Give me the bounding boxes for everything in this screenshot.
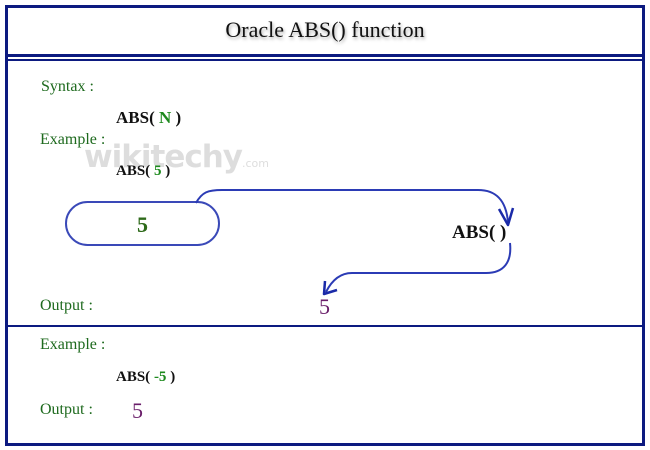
example1-fn-close: ) [161, 163, 171, 179]
example1-arg: 5 [153, 163, 162, 179]
example2-output-label: Output : [40, 401, 93, 418]
title-separator [5, 54, 645, 57]
example2-fn-close: ) [166, 369, 176, 385]
example1-output-value: 5 [319, 294, 330, 319]
example2-fn-open: ABS( [116, 369, 154, 385]
example2-output-value: 5 [132, 398, 143, 423]
diagram-title: Oracle ABS() function [225, 17, 425, 42]
example1-label: Example : [40, 131, 106, 148]
example1-output-label: Output : [40, 297, 93, 314]
watermark-domain: .com [242, 157, 270, 170]
watermark-text: wikitechy [84, 139, 243, 175]
input-arrowhead-icon [497, 207, 515, 227]
section-divider [5, 325, 645, 327]
diagram-frame [5, 5, 645, 446]
output-arrowhead-icon [322, 280, 338, 296]
input-to-function-arrow [195, 189, 509, 223]
syntax-label: Syntax : [41, 78, 94, 95]
input-value-box: 5 [65, 201, 220, 246]
example2-code: ABS( -5 ) [116, 369, 175, 386]
watermark-logo: wikitechy.com [84, 139, 269, 175]
syntax-fn-open: ABS( [116, 108, 159, 127]
example2-label: Example : [40, 336, 106, 353]
example1-fn-open: ABS( [116, 163, 154, 179]
syntax-arg: N [158, 108, 172, 127]
title-separator-inner [5, 59, 645, 61]
function-to-output-arrow [325, 242, 512, 293]
example2-arg: -5 [153, 369, 167, 385]
example1-code: ABS( 5 ) [116, 163, 170, 180]
input-value: 5 [137, 212, 148, 237]
syntax-code: ABS( N ) [116, 108, 181, 128]
syntax-fn-close: ) [171, 108, 182, 127]
function-box: ABS( ) [452, 222, 507, 243]
